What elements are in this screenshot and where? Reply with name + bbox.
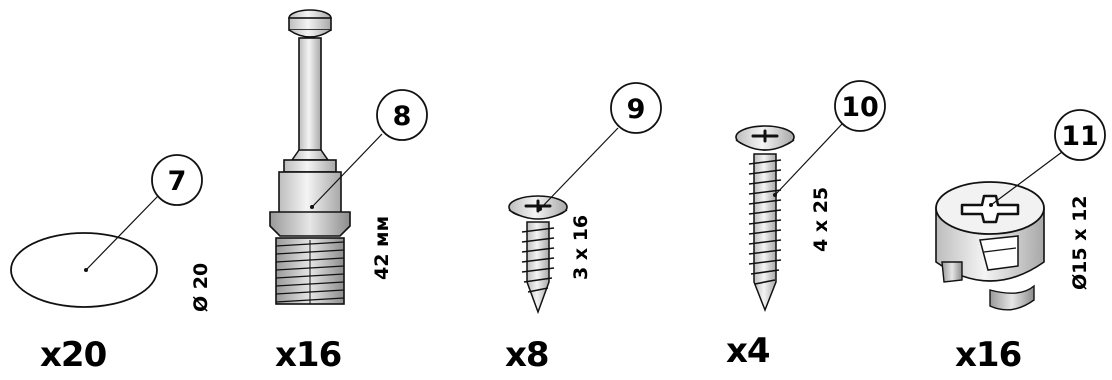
svg-text:10: 10 [841,92,879,123]
svg-text:11: 11 [1061,121,1099,152]
svg-text:7: 7 [168,166,187,197]
part-11-cam-lock: 11 Ø15 x 12 x16 [935,109,1106,375]
quantity-8: x16 [275,335,341,375]
callout-10: 10 [834,80,886,132]
callout-7: 7 [151,154,203,206]
quantity-10: x4 [726,331,770,371]
dimension-10: 4 x 25 [810,187,832,252]
callout-9: 9 [610,82,662,134]
quantity-11: x16 [955,335,1021,375]
dimension-9: 3 x 16 [570,215,592,280]
callout-11: 11 [1054,109,1106,161]
callout-8: 8 [376,89,428,141]
part-7-felt-pad: 7 Ø 20 x20 [10,154,212,375]
part-8-cam-bolt: 8 42 мм x16 [269,9,428,375]
quantity-7: x20 [40,335,107,375]
svg-text:9: 9 [627,94,646,125]
part-9-wood-screw: 9 3 x 16 x8 [505,82,662,375]
dimension-7: Ø 20 [190,263,212,312]
dimension-11: Ø15 x 12 [1069,195,1091,290]
svg-text:8: 8 [393,101,412,132]
dimension-8: 42 мм [371,216,393,280]
quantity-9: x8 [505,335,549,375]
part-10-wood-screw: 10 4 x 25 x4 [726,80,886,371]
